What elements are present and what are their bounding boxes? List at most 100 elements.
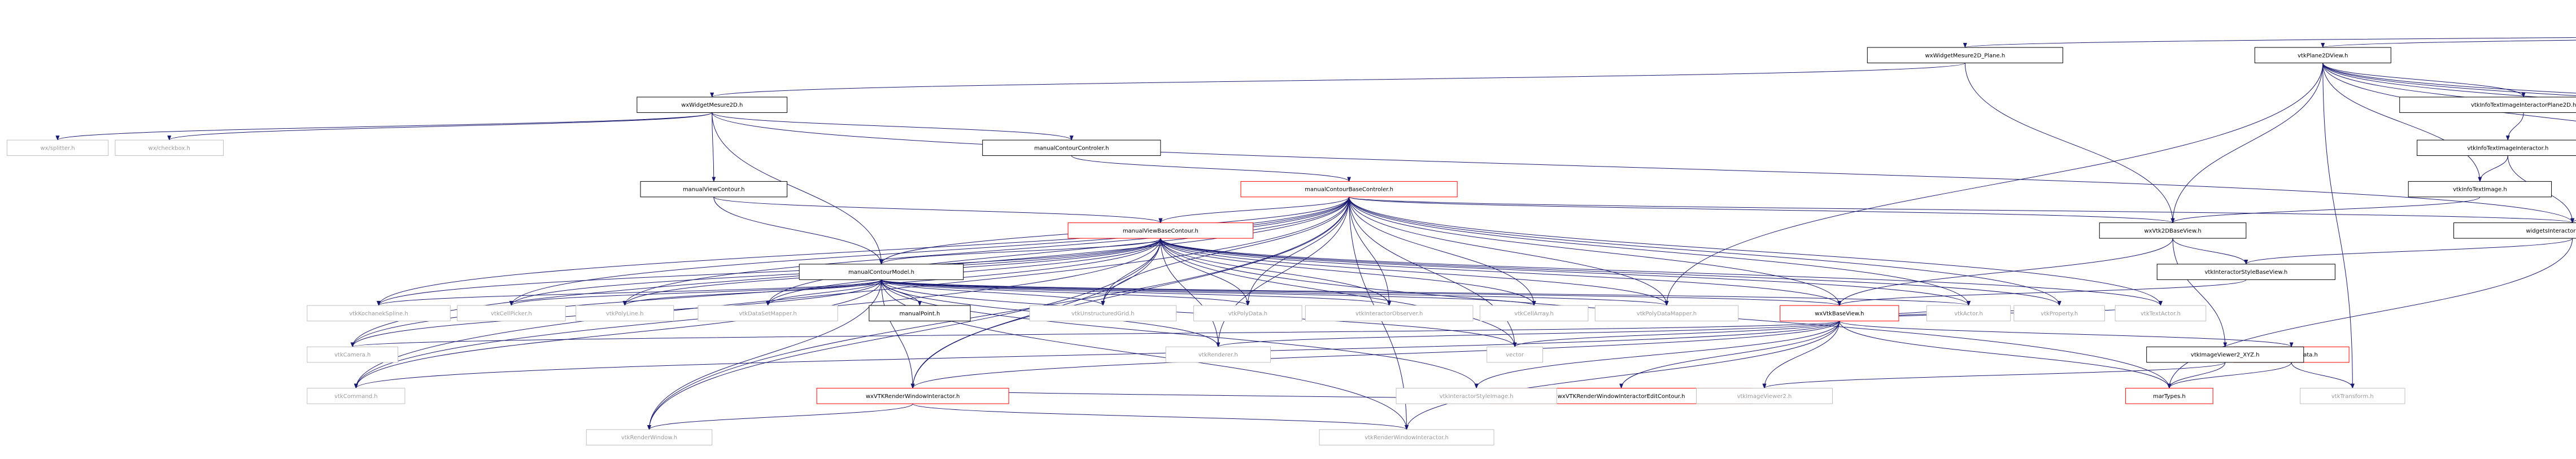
include-edge-visp2d-wism xyxy=(2570,218,2576,224)
include-edge-mcbc-wvbv xyxy=(1349,196,1842,307)
node-wvbv[interactable]: wxVtkBaseView.h xyxy=(1780,305,1899,322)
include-edge-wwm2d-splitter xyxy=(55,112,713,141)
include-edge-mvbc-vta xyxy=(1160,238,2163,307)
node-label: vtkTransform.h xyxy=(2331,394,2374,400)
node-viv2xyz[interactable]: vtkImageViewer2_XYZ.h xyxy=(2146,346,2304,363)
node-box xyxy=(2115,305,2207,322)
include-edge-vp2dv-vps xyxy=(2322,63,2576,97)
node-wvrwi[interactable]: wxVTKRenderWindowInteractor.h xyxy=(816,388,1009,404)
include-edge-vp2dv-visp2d xyxy=(2322,63,2576,121)
node-label: wx/checkbox.h xyxy=(149,145,190,151)
node-viti[interactable]: vtkInfoTextImageInteractor.h xyxy=(2417,139,2576,156)
node-mcc[interactable]: manualContourControler.h xyxy=(982,139,1161,156)
node-mvc[interactable]: manualViewContour.h xyxy=(640,181,788,198)
node-box xyxy=(1193,305,1302,322)
node-martypes[interactable]: marTypes.h xyxy=(2125,388,2213,404)
node-label: vtkCellArray.h xyxy=(1514,311,1553,317)
include-edge-mvbc-vprop xyxy=(1160,238,2061,307)
include-edge-mvbc-vca xyxy=(1160,238,1536,307)
node-vit[interactable]: vtkInfoTextImage.h xyxy=(2408,181,2552,198)
node-box xyxy=(869,305,971,322)
node-box xyxy=(1029,305,1177,322)
include-edge-wwm2d-wism xyxy=(712,112,2574,224)
node-vitip2d[interactable]: vtkInfoTextImageInteractorPlane2D.h xyxy=(2399,97,2576,113)
node-vug: vtkUnstructuredGrid.h xyxy=(1029,305,1177,322)
node-vpl: vtkPolyLine.h xyxy=(576,305,674,322)
node-box xyxy=(576,305,674,322)
node-label: vtkInfoTextImageInteractor.h xyxy=(2467,145,2548,151)
node-mp[interactable]: manualPoint.h xyxy=(869,305,971,322)
include-edge-mcbc-vactor xyxy=(1349,196,1971,307)
include-edge-wvbv-vector xyxy=(1513,321,1840,348)
node-label: vtkRenderWindowInteractor.h xyxy=(1365,435,1449,441)
node-label: vtkInfoTextImageInteractorPlane2D.h xyxy=(2471,102,2576,108)
node-box xyxy=(2453,222,2576,239)
include-edge-mcm-vpl xyxy=(622,279,882,307)
node-label: wxVTKRenderWindowInteractor.h xyxy=(866,394,960,400)
include-edge-wwm2dp-v2dbv xyxy=(1964,63,2175,224)
include-edge-mcbc-vpd xyxy=(1245,196,1350,307)
node-vcp: vtkCellPicker.h xyxy=(457,305,566,322)
node-box xyxy=(1396,388,1557,404)
node-label: vtkInteractorStyleBaseView.h xyxy=(2204,269,2287,276)
node-box xyxy=(982,139,1161,156)
include-edge-wvbv-vrwi xyxy=(1405,321,1840,430)
node-label: vtkRenderWindow.h xyxy=(621,435,677,441)
include-edge-wvrwi-vrwi xyxy=(912,403,1409,430)
include-edge-mvbc-vpd xyxy=(1160,238,1250,307)
include-edge-mcc-mcbc xyxy=(1071,155,1351,182)
node-label: wxVtk2DBaseView.h xyxy=(2144,228,2201,234)
node-box xyxy=(1867,47,2063,64)
include-edge-mvbc-vpdm xyxy=(1160,238,1669,307)
node-wwm2dp[interactable]: wxWidgetMesure2D_Plane.h xyxy=(1867,47,2063,64)
node-vren: vtkRenderer.h xyxy=(1165,346,1271,363)
node-box xyxy=(1780,305,1899,322)
include-edge-viv2xyz-martypes xyxy=(2167,362,2226,389)
node-vks: vtkKochanekSpline.h xyxy=(307,305,451,322)
node-box xyxy=(1594,305,1739,322)
node-visbv[interactable]: vtkInteractorStyleBaseView.h xyxy=(2156,264,2335,280)
node-box xyxy=(2300,388,2405,404)
node-label: marTypes.h xyxy=(2153,394,2186,400)
include-edge-mcm-vcp xyxy=(509,279,882,307)
include-edge-wvbv-vcam xyxy=(351,321,1840,348)
node-box xyxy=(1926,305,2011,322)
node-label: wx/splitter.h xyxy=(40,145,75,151)
include-edge-wism-visbv xyxy=(2244,238,2573,265)
include-edge-mcbc-vio xyxy=(1349,196,1392,307)
include-edge-mcm-vdsm xyxy=(766,279,882,307)
node-v2dbv[interactable]: wxVtk2DBaseView.h xyxy=(2099,222,2247,239)
include-edge-wwm2d-mcc xyxy=(712,112,1074,141)
node-label: wxWidgetMesure2D_Plane.h xyxy=(1925,53,2005,59)
include-edge-wwm2d-checkbox xyxy=(167,112,713,141)
node-wism[interactable]: widgetsInteractorStyleMaracas.h xyxy=(2453,222,2576,239)
edge-layer xyxy=(55,37,2576,430)
node-box xyxy=(115,139,224,156)
node-label: wxVtkBaseView.h xyxy=(1815,311,1864,317)
node-wwm2d[interactable]: wxWidgetMesure2D.h xyxy=(637,97,788,113)
include-edge-mcbc-vdsm xyxy=(766,196,1350,307)
node-label: manualPoint.h xyxy=(900,311,940,317)
node-mcbc[interactable]: manualContourBaseControler.h xyxy=(1240,181,1458,198)
node-mcm[interactable]: manualContourModel.h xyxy=(799,264,964,280)
include-edge-vp2dv-vit xyxy=(2322,63,2482,182)
include-edge-wism-martypes xyxy=(2167,238,2573,389)
node-vp2dv[interactable]: vtkPlane2DView.h xyxy=(2254,47,2391,64)
node-label: wxWidgetMesure2D.h xyxy=(681,102,743,108)
node-mvbc[interactable]: manualViewBaseContour.h xyxy=(1067,222,1254,239)
include-edge-mcbc-mvbc xyxy=(1158,196,1350,224)
node-box xyxy=(2254,47,2391,64)
include-edge-v2dbv-visbv xyxy=(2172,238,2248,265)
include-edge-mvbc-vactor xyxy=(1160,238,1971,307)
node-label: wxVTKRenderWindowInteractorEditContour.h xyxy=(1558,394,1685,400)
node-label: vtkProperty.h xyxy=(2041,311,2078,317)
include-edge-mvbc-vio xyxy=(1160,238,1392,307)
include-edge-wwm2d-mvc xyxy=(712,112,716,182)
include-edge-visbv-wvbv xyxy=(1837,279,2247,307)
include-edge-mvbc-mcm xyxy=(879,238,1161,265)
include-edge-mcbc-wism xyxy=(1349,196,2574,224)
node-label: vtkDataSetMapper.h xyxy=(739,311,796,317)
node-box xyxy=(2399,97,2576,113)
node-box xyxy=(698,305,838,322)
node-box xyxy=(1479,305,1589,322)
